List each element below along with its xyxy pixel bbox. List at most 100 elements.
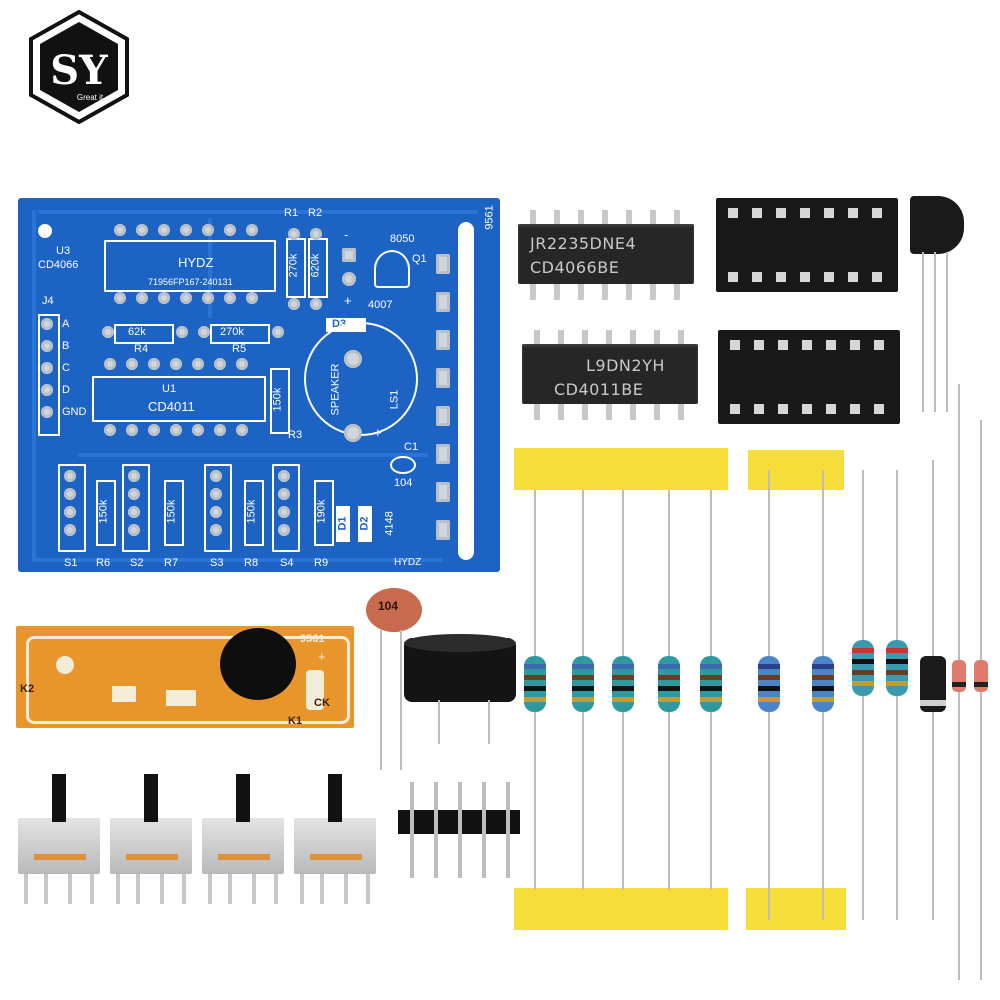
pcb-pad xyxy=(170,424,182,436)
d1-ref: D1 xyxy=(336,516,349,531)
pcb-pad xyxy=(278,488,290,500)
header-pin xyxy=(482,782,486,878)
resistor-band xyxy=(658,697,680,702)
slot-pad xyxy=(436,330,450,350)
resistor-band xyxy=(812,675,834,680)
r5-ref: R5 xyxy=(232,343,247,355)
slot-pad xyxy=(436,292,450,312)
socket-slot xyxy=(874,340,884,350)
s3-footprint xyxy=(204,464,232,552)
s1-footprint xyxy=(58,464,86,552)
speaker-footprint xyxy=(304,322,418,436)
ic-leg xyxy=(626,284,632,300)
pcb-pad xyxy=(278,506,290,518)
slot-pad xyxy=(436,406,450,426)
u3-ref: U3 xyxy=(56,245,71,257)
pcb-pad xyxy=(126,424,138,436)
r1-ref: R1 xyxy=(284,207,299,219)
q1-outline xyxy=(374,250,410,288)
ic-cd4011: L9DN2YH CD4011BE xyxy=(522,344,698,404)
ic2-line2: CD4011BE xyxy=(554,380,644,399)
resistor-band xyxy=(572,664,594,669)
pcb-pad xyxy=(136,292,148,304)
socket-slot xyxy=(728,272,738,282)
socket-slot xyxy=(872,272,882,282)
ic-leg xyxy=(554,284,560,300)
resistor-band xyxy=(758,686,780,691)
pcb-pad xyxy=(126,358,138,370)
ic-leg xyxy=(606,404,612,420)
resistor-band xyxy=(700,697,722,702)
resistor-band xyxy=(758,697,780,702)
buzzer-lead xyxy=(488,700,490,744)
slide-switch xyxy=(202,774,284,904)
ic-leg xyxy=(606,330,612,344)
pcb-pad xyxy=(272,326,284,338)
module-pad xyxy=(112,686,136,702)
resistor-band xyxy=(886,681,908,686)
diode-value: 4148 xyxy=(383,511,396,536)
socket-slot xyxy=(824,272,834,282)
d3-name: 4007 xyxy=(368,299,393,311)
label-s4: S4 xyxy=(280,557,294,569)
ic-leg xyxy=(578,210,584,224)
trace xyxy=(38,210,478,214)
ic2-line1: L9DN2YH xyxy=(586,356,665,375)
r3-footprint xyxy=(270,368,290,434)
glass-diode xyxy=(974,660,988,692)
resistor xyxy=(758,656,780,712)
diode-band xyxy=(974,682,988,687)
ic-leg xyxy=(678,330,684,344)
ic-leg xyxy=(678,404,684,420)
pcb-pad xyxy=(278,470,290,482)
ic-leg xyxy=(654,404,660,420)
socket-slot xyxy=(730,404,740,414)
d2-ref: D2 xyxy=(358,516,371,531)
r4-value: 62k xyxy=(128,326,146,338)
capacitor-lead xyxy=(380,630,382,770)
j4-pin-label: A xyxy=(62,318,70,330)
socket-slot xyxy=(730,340,740,350)
module-copper xyxy=(26,636,350,724)
pcb-pad xyxy=(64,506,76,518)
ic-leg xyxy=(534,330,540,344)
label-r6: R6 xyxy=(96,557,111,569)
r4-ref: R4 xyxy=(134,343,149,355)
pcb-pad xyxy=(246,224,258,236)
socket-slot xyxy=(752,272,762,282)
tape-strip xyxy=(746,888,846,930)
module-code: 9561 xyxy=(300,633,325,645)
pcb-pad xyxy=(148,358,160,370)
buzzer-top xyxy=(404,634,516,652)
pcb-pad xyxy=(214,424,226,436)
resistor-band xyxy=(886,659,908,664)
label-r7: R7 xyxy=(164,557,179,569)
transistor-lead xyxy=(934,252,936,412)
j4-ref: J4 xyxy=(42,295,54,307)
d2-footprint xyxy=(358,506,372,542)
pcb-pad xyxy=(310,228,322,240)
resistor xyxy=(852,640,874,696)
pcb-pad xyxy=(224,292,236,304)
logo-letters: SY xyxy=(50,47,108,94)
slot-pad xyxy=(436,520,450,540)
label-r9: R9 xyxy=(314,557,329,569)
q1-ref: Q1 xyxy=(412,253,427,265)
resistor xyxy=(658,656,680,712)
pcb-pad xyxy=(128,488,140,500)
resistor-band xyxy=(812,697,834,702)
socket-slot xyxy=(848,208,858,218)
socket-slot xyxy=(800,272,810,282)
u1-outline xyxy=(92,376,266,422)
r9-footprint xyxy=(314,480,334,546)
ls1-ref: LS1 xyxy=(388,389,401,410)
r5-value: 270k xyxy=(220,326,244,338)
slot-pad xyxy=(436,482,450,502)
ic-leg xyxy=(602,210,608,224)
module-pad xyxy=(306,670,324,710)
socket-slot xyxy=(802,340,812,350)
pcb-pad xyxy=(214,358,226,370)
resistor-band xyxy=(700,675,722,680)
socket-slot xyxy=(802,404,812,414)
pcb-pad xyxy=(64,524,76,536)
